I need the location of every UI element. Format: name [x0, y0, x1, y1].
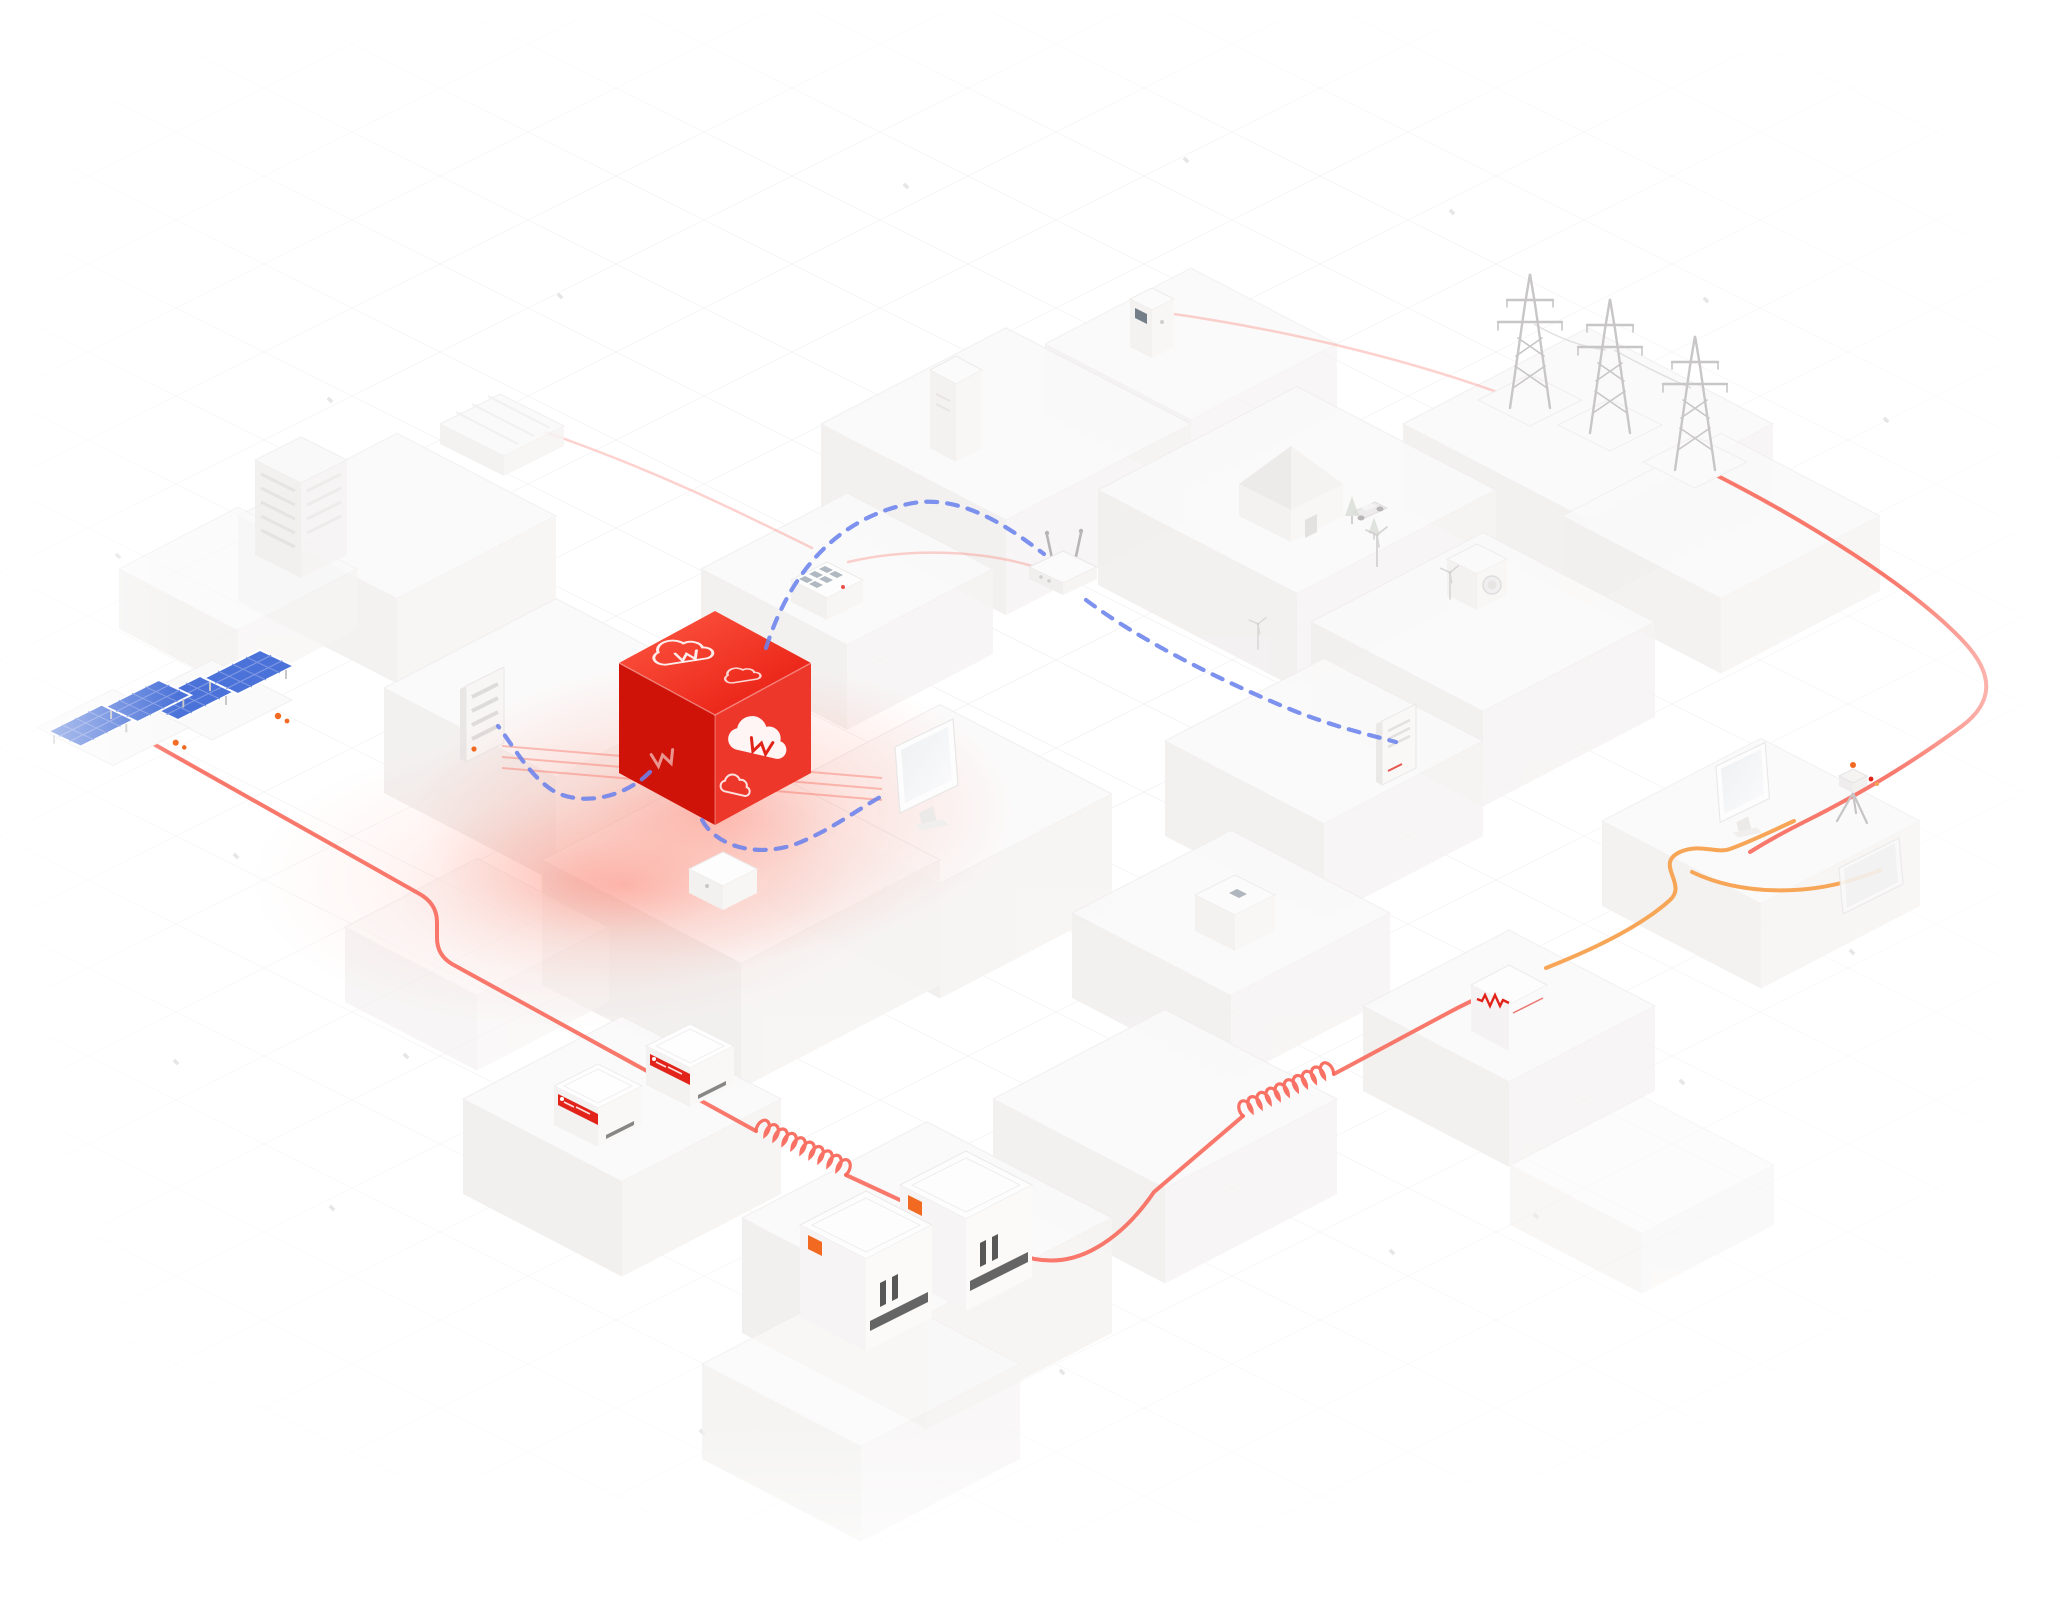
platform-left-face [993, 1099, 1165, 1284]
edge-rooftop-feed [1158, 310, 1526, 404]
grid-marker [1678, 1078, 1686, 1086]
grid-marker [402, 1052, 410, 1060]
fade-bottom [0, 1420, 2060, 1600]
edge-tower-wire-1 [1533, 323, 1607, 351]
grid-marker [326, 396, 334, 404]
grid-marker [902, 182, 910, 190]
node-rooftop-cabinet: utility cabinet [929, 355, 983, 463]
edge-control-link-monitor [699, 791, 889, 852]
grid-marker [1182, 156, 1190, 164]
grid-marker [328, 1204, 336, 1212]
platform-left-face [1363, 1006, 1509, 1167]
platform-block [1560, 432, 1882, 674]
edge-ac-link-main [1544, 819, 1796, 970]
platform-left-face [463, 1099, 622, 1277]
platform-right-face [1642, 1165, 1774, 1294]
grid-marker [232, 852, 240, 860]
grid-marker [1882, 416, 1890, 424]
platform-left-face [1098, 490, 1297, 689]
node-storage-cabinet-1: energy storage cabinet [799, 1190, 933, 1352]
platform-block [1508, 1095, 1776, 1294]
platform-left-face [1562, 516, 1721, 674]
grid-marker [1058, 1368, 1066, 1376]
fade-top [0, 0, 2060, 130]
node-smart-appliance: smart appliance [1129, 287, 1175, 359]
edge-yard-feed [543, 430, 814, 550]
grid-marker [1388, 1248, 1396, 1256]
platform-left-face [1602, 821, 1761, 989]
fade-left [0, 0, 180, 1600]
edge-coil-1 [754, 1118, 852, 1177]
grid-marker [556, 292, 564, 300]
platform-right-face [622, 1099, 781, 1277]
platform-right-face [1509, 1006, 1655, 1167]
grid-marker [1448, 208, 1456, 216]
platform-right-face [940, 794, 1112, 999]
platform-right-face [397, 516, 556, 684]
edge-coil-2 [1237, 1061, 1336, 1118]
data-edges-layer [495, 499, 1399, 852]
platform-right-face [1324, 741, 1483, 919]
platform-right-face [1721, 516, 1880, 674]
platform-left-face [1510, 1165, 1642, 1294]
platform-right-face [1165, 1099, 1337, 1284]
platform-right-face [1483, 622, 1655, 807]
grid-marker [1702, 296, 1710, 304]
grid-marker [1848, 948, 1856, 956]
node-city-building: office building [253, 435, 349, 580]
edge-telemetry-downlink [1083, 597, 1399, 745]
edge-cloud-uplink [763, 499, 1047, 651]
platform-block [991, 1008, 1339, 1284]
edge-control-link-inverter [495, 723, 653, 801]
platform-right-face [1231, 913, 1390, 1081]
edge-meter-link [846, 551, 1034, 568]
fade-right [1890, 0, 2060, 1600]
